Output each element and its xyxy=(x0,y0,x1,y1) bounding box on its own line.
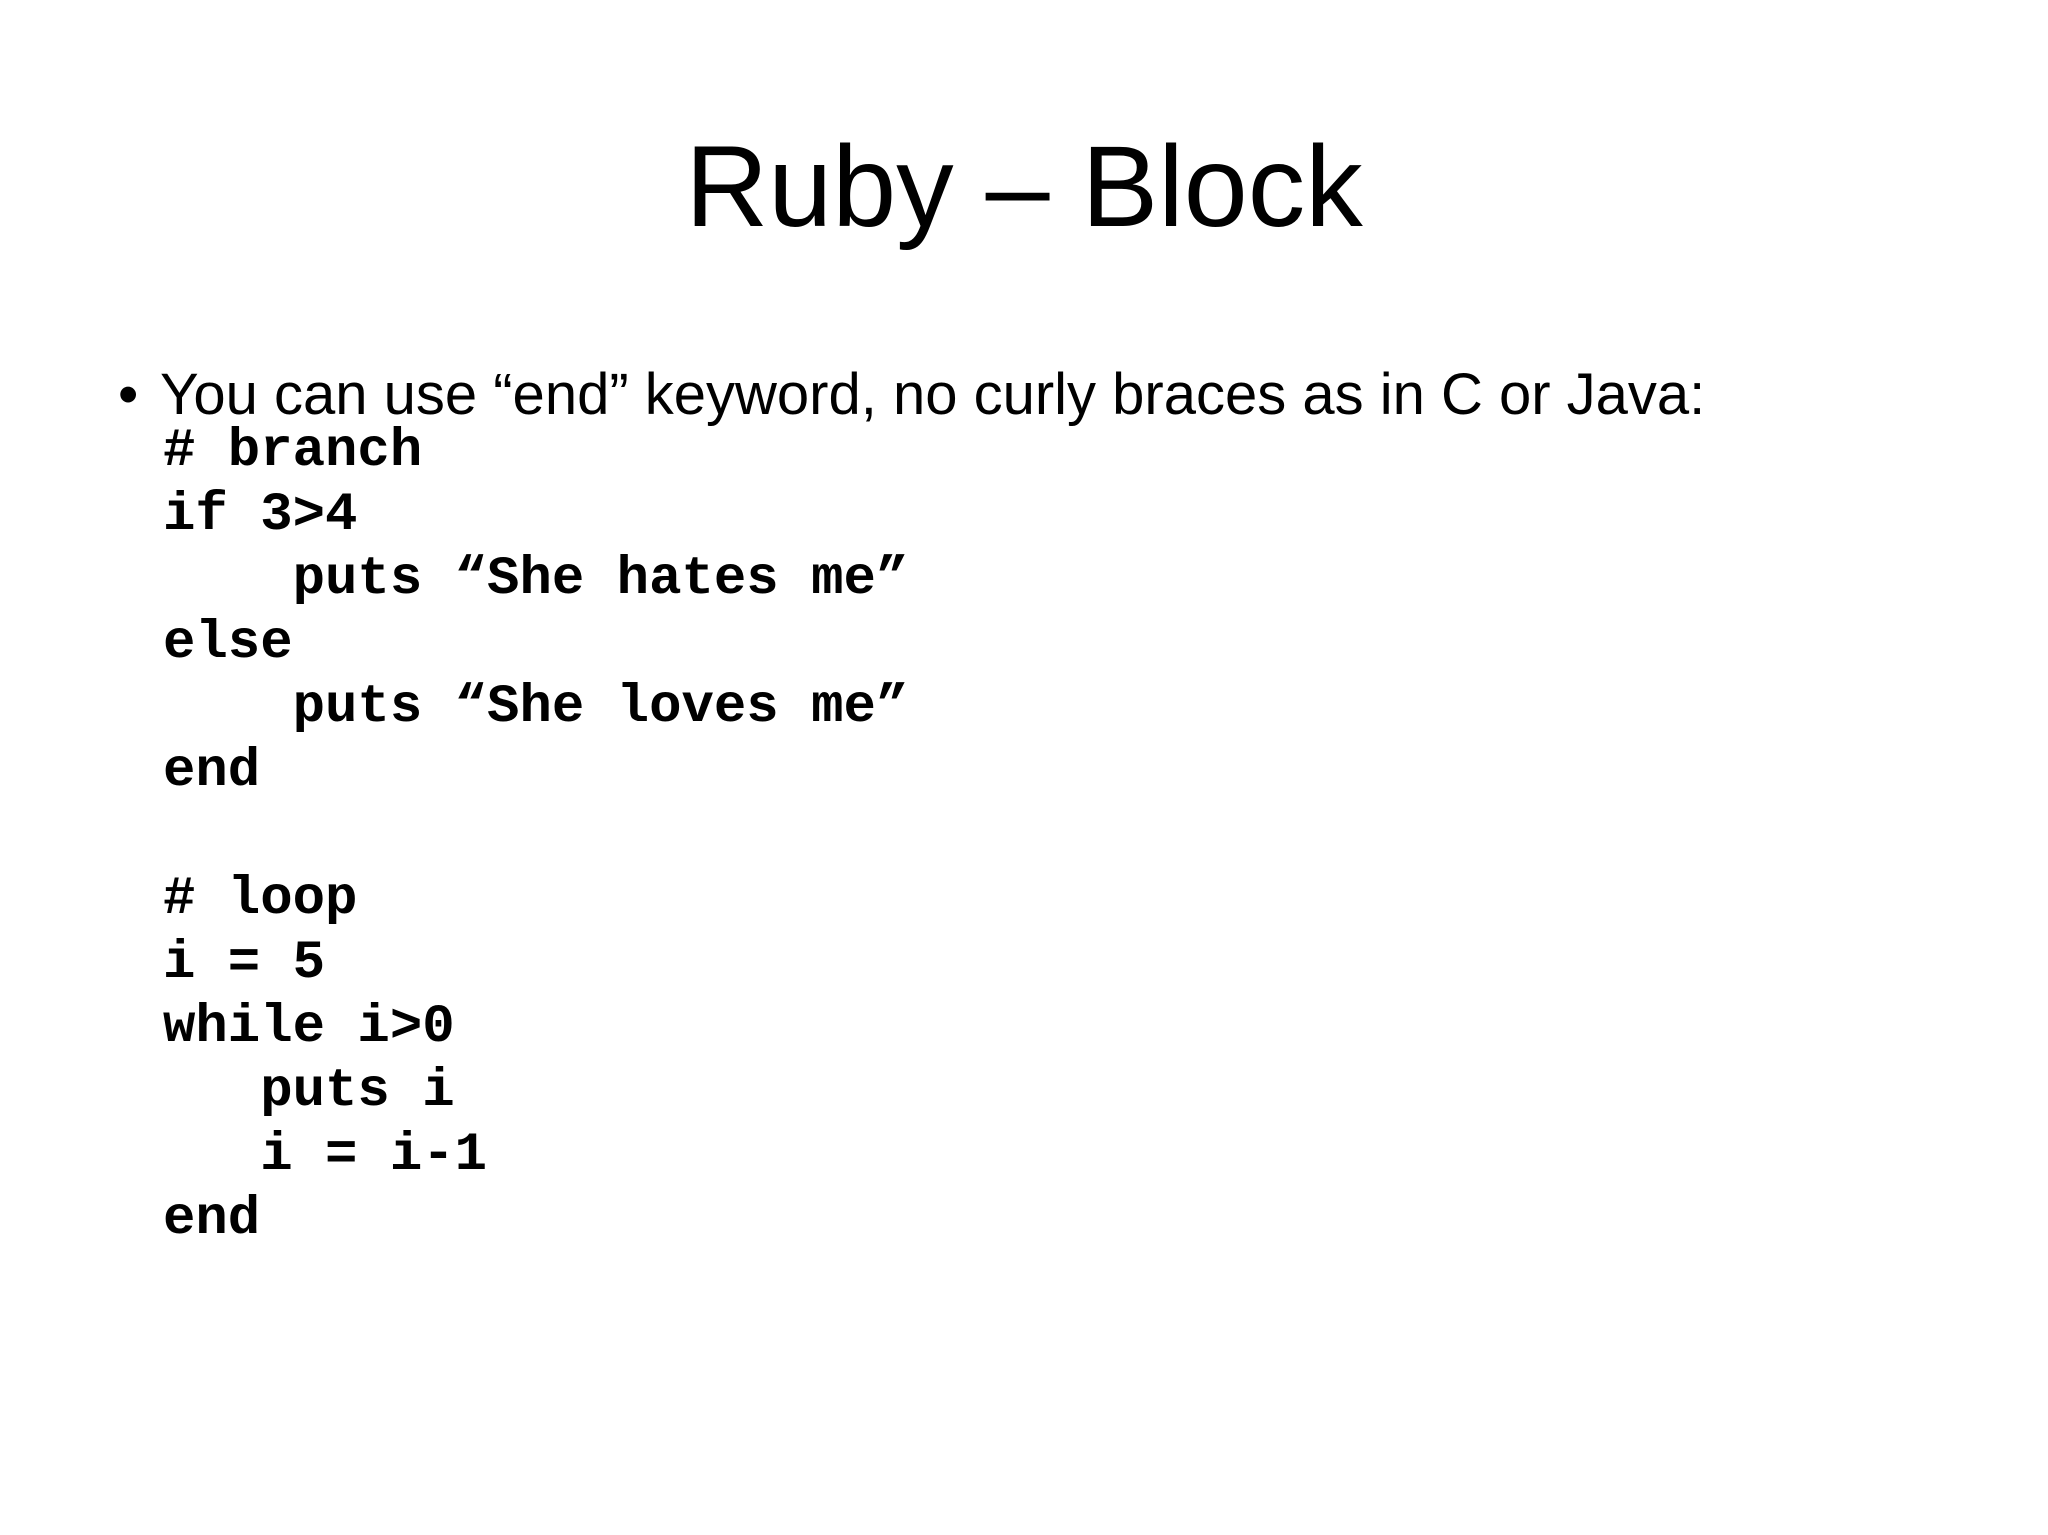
bullet-marker: • xyxy=(118,362,139,427)
bullet-text: You can use “end” keyword, no curly brac… xyxy=(160,362,1706,427)
page-title: Ruby – Block xyxy=(685,123,1363,251)
code-block-loop: # loop i = 5 while i>0 puts i i = i-1 en… xyxy=(163,869,488,1250)
bullet-item: • You can use “end” keyword, no curly br… xyxy=(118,366,1705,424)
code-block-branch: # branch if 3>4 puts “She hates me” else… xyxy=(163,421,909,802)
